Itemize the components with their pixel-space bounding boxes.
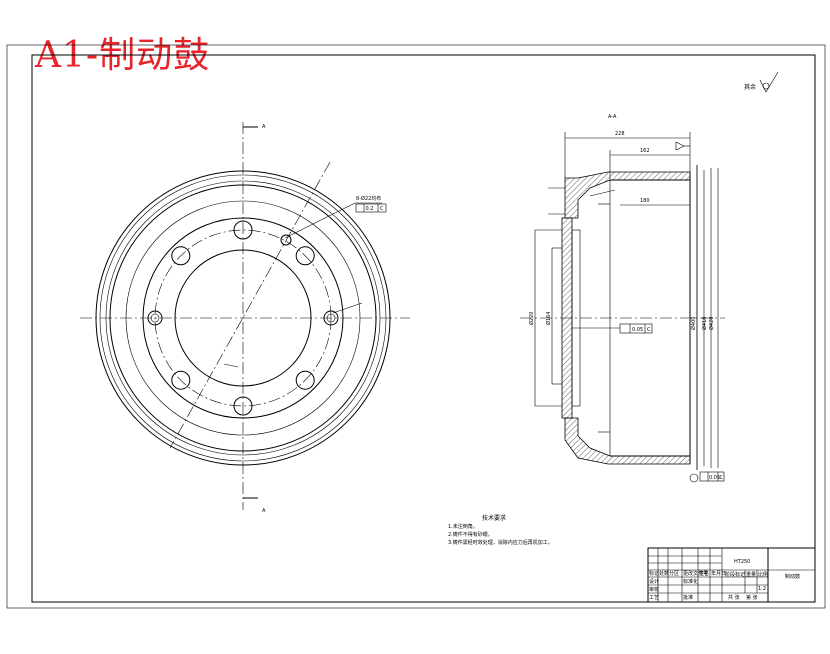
hub-flange-section <box>561 217 573 419</box>
dim-dia-outer: Ø420 <box>708 317 715 330</box>
svg-text:3.铸件需经时效处理，消除内应力后再机加工。: 3.铸件需经时效处理，消除内应力后再机加工。 <box>448 539 553 546</box>
svg-text:比例: 比例 <box>758 571 768 578</box>
top-wall-section <box>564 171 691 219</box>
diagonal-centerline-1 <box>169 161 331 449</box>
dim-dia-3: Ø400 <box>690 317 697 330</box>
svg-text:C: C <box>720 475 724 481</box>
svg-text:更改文件号: 更改文件号 <box>683 570 708 577</box>
runout-frame-bottom: 0.05 C <box>689 471 725 483</box>
drawing-name-block: 制动鼓 <box>785 573 800 580</box>
svg-text:标准化: 标准化 <box>683 578 698 585</box>
pin-hole <box>280 234 292 246</box>
svg-text:批准: 批准 <box>683 594 693 601</box>
bolt-hole <box>171 246 191 266</box>
svg-text:共 张: 共 张 <box>728 594 740 601</box>
svg-text:设计: 设计 <box>649 578 659 585</box>
drum-rim-circle-3 <box>109 184 377 452</box>
svg-text:审核: 审核 <box>649 586 659 593</box>
drum-outer-circle <box>95 170 391 466</box>
outer-border <box>6 44 826 609</box>
svg-text:0.2: 0.2 <box>366 206 374 212</box>
material-label: HT250 <box>734 559 750 565</box>
cut-label-top: A <box>262 124 266 130</box>
technical-requirements: 技术要求 1.未注倒角。 2.铸件不得有砂眼。 3.铸件需经时效处理，消除内应力… <box>448 514 553 546</box>
bolt-hole <box>233 396 253 416</box>
bolt-hole-inner <box>326 313 336 323</box>
surface-finish-note: 其余 <box>744 83 756 91</box>
svg-text:C: C <box>647 327 651 333</box>
hub-bore-circle <box>174 249 312 387</box>
dim-dia-pilot: Ø164 <box>545 312 552 325</box>
runout-frame-front: 0.2 C <box>355 203 387 213</box>
svg-text:处数: 处数 <box>659 570 669 577</box>
svg-text:第 张: 第 张 <box>746 594 758 601</box>
svg-text:0.05: 0.05 <box>632 327 643 333</box>
flange-circle-1 <box>125 200 361 436</box>
drum-rim-circle-2 <box>105 180 381 456</box>
svg-text:1.未注倒角。: 1.未注倒角。 <box>448 523 478 530</box>
svg-text:分区: 分区 <box>669 570 679 577</box>
dim-dia-2: Ø410 <box>701 317 708 330</box>
dim-width-inner: 162 <box>640 148 650 154</box>
svg-text:技术要求: 技术要求 <box>482 514 506 522</box>
bolt-hole <box>147 310 163 326</box>
dim-dia-hub: Ø220 <box>528 312 535 325</box>
svg-text:阶段标记: 阶段标记 <box>725 571 745 578</box>
svg-text:2.铸件不得有砂眼。: 2.铸件不得有砂眼。 <box>448 531 493 538</box>
front-view: 8-Ø22均布 0.2 C A A <box>80 122 410 514</box>
hole-callout: 8-Ø22均布 <box>356 195 381 202</box>
bolt-circle <box>154 229 332 407</box>
svg-text:0.05: 0.05 <box>709 475 720 481</box>
bolt-hole <box>323 310 339 326</box>
runout-frame-section: 0.05 C <box>572 323 653 334</box>
drum-rim-circle-1 <box>99 174 387 462</box>
bolt-hole <box>295 370 315 390</box>
svg-text:标记: 标记 <box>649 570 659 577</box>
inner-border <box>31 54 816 603</box>
svg-text:工艺: 工艺 <box>649 595 659 601</box>
svg-text:重量: 重量 <box>746 571 756 578</box>
bottom-wall-section <box>564 417 691 465</box>
svg-text:C: C <box>380 206 384 212</box>
dim-width-total: 228 <box>615 131 625 137</box>
svg-text:签名: 签名 <box>699 570 709 577</box>
bolt-holes <box>147 220 339 416</box>
scale-value: 1:2 <box>758 586 766 592</box>
cut-label-bottom: A <box>262 508 266 514</box>
bolt-hole <box>171 370 191 390</box>
flange-circle-2 <box>142 217 344 419</box>
section-label: A-A <box>608 114 617 120</box>
section-view: A-A 228 162 180 <box>520 114 725 483</box>
roughness-symbol <box>759 71 779 93</box>
title-block: HT250 制动鼓 标记 处数 分区 更改文件号 签名 年月日 设计 审核 工艺… <box>647 547 816 603</box>
svg-text:年月日: 年月日 <box>711 570 726 577</box>
bolt-hole <box>295 246 315 266</box>
bolt-hole-inner <box>150 313 160 323</box>
dim-width-drum: 180 <box>640 198 650 204</box>
bolt-hole <box>233 220 253 240</box>
